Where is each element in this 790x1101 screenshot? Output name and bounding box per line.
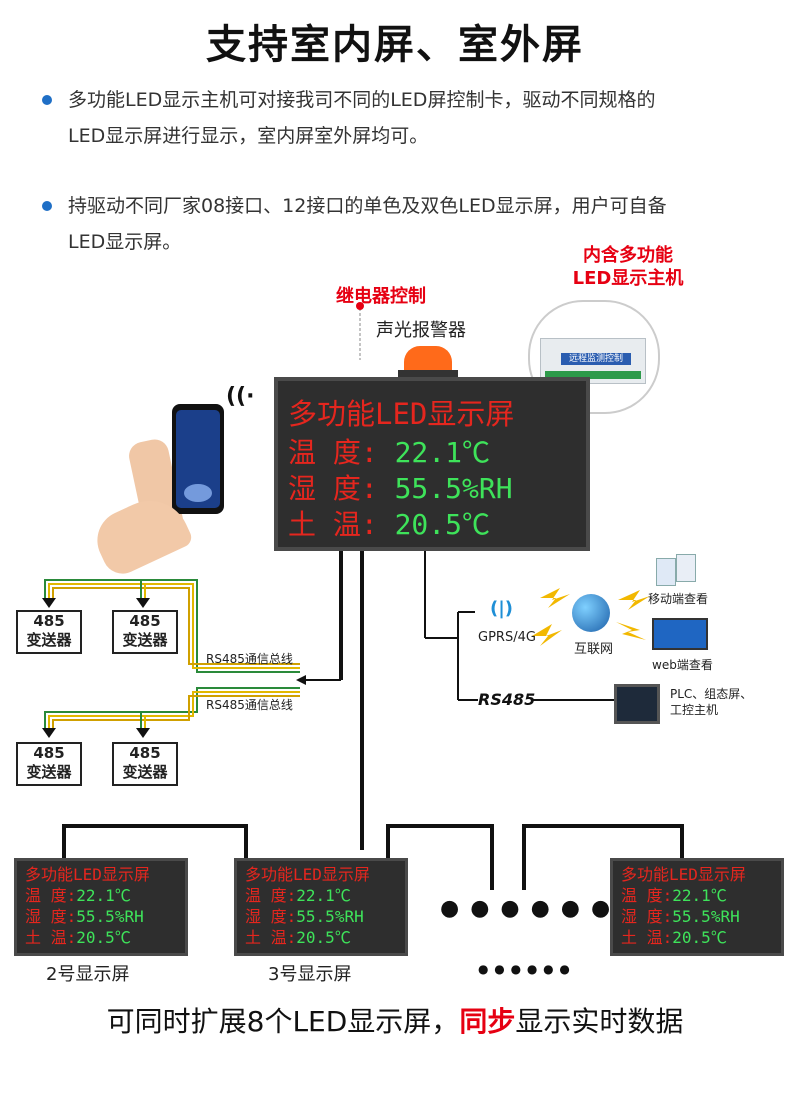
bottom-tagline: 可同时扩展8个LED显示屏，同步显示实时数据 — [0, 1000, 790, 1040]
globe-icon — [572, 594, 610, 632]
main-row-value: 22.1℃ — [394, 436, 491, 469]
bullet-dot — [42, 95, 52, 105]
phone-in-hand-icon — [87, 404, 236, 581]
small-screen-row: 温 度:22.1℃ — [25, 886, 131, 905]
mobile-label: 移动端查看 — [648, 592, 709, 606]
bullet-2: 持驱动不同厂家08接口、12接口的单色及双色LED显示屏，用户可自备 LED显示… — [42, 188, 758, 260]
transmitter-line2: 变送器 — [26, 631, 72, 649]
bullet-2-line1: 持驱动不同厂家08接口、12接口的单色及双色LED显示屏，用户可自备 — [68, 195, 667, 217]
small-led-screen-2: 多功能LED显示屏 温 度:22.1℃ 湿 度:55.5%RH 土 温:20.5… — [14, 858, 188, 956]
bottom-text-pre: 可同时扩展8个LED显示屏， — [106, 1005, 460, 1038]
alarm-light-icon — [404, 346, 452, 372]
small-screen-title: 多功能LED显示屏 — [621, 865, 746, 884]
main-screen-row-soil: 土 温: 20.5℃ — [288, 503, 490, 543]
web-label: web端查看 — [652, 658, 713, 672]
bus-label-lower: RS485通信总线 — [206, 698, 293, 712]
screen-caption-2: 2号显示屏 — [46, 964, 130, 985]
internet-label: 互联网 — [574, 642, 614, 657]
plc-label-line2: 工控主机 — [670, 703, 719, 717]
bus-label-upper: RS485通信总线 — [206, 652, 293, 666]
small-screen-row: 温 度:22.1℃ — [245, 886, 351, 905]
main-screen-title: 多功能LED显示屏 — [288, 397, 515, 431]
main-row-label: 温 度: — [288, 436, 378, 469]
rs485-label: RS485 — [478, 690, 536, 709]
transmitter-box: 485 变送器 — [112, 742, 178, 786]
host-terminals — [545, 371, 641, 379]
host-callout: 内含多功能 LED显示主机 — [548, 244, 708, 290]
main-row-label: 土 温: — [288, 508, 378, 541]
transmitter-line2: 变送器 — [26, 763, 72, 781]
alarm-light-base — [398, 370, 458, 378]
plc-label-line1: PLC、组态屏、 — [670, 687, 753, 701]
ellipsis-small: ● ● ● ● ● ● — [478, 962, 571, 976]
screen-caption-3: 3号显示屏 — [268, 964, 352, 985]
transmitter-box: 485 变送器 — [112, 610, 178, 654]
mobile-icon — [652, 552, 696, 586]
small-screen-row: 土 温:20.5℃ — [621, 928, 727, 947]
page-title: 支持室内屏、室外屏 — [206, 22, 584, 68]
gprs-label: GPRS/4G — [478, 630, 536, 645]
bullet-1-line2: LED显示屏进行显示，室内屏室外屏均可。 — [68, 125, 429, 147]
panel-pc-icon — [614, 684, 660, 724]
host-callout-line1: 内含多功能 — [583, 245, 673, 266]
small-screen-row: 土 温:20.5℃ — [25, 928, 131, 947]
main-screen-row-humidity: 湿 度: 55.5%RH — [288, 467, 513, 507]
alarm-label: 声光报警器 — [376, 320, 466, 341]
bullet-1-line1: 多功能LED显示主机可对接我司不同的LED屏控制卡，驱动不同规格的 — [68, 89, 656, 111]
web-monitor-icon — [652, 618, 708, 652]
small-screen-row: 土 温:20.5℃ — [245, 928, 351, 947]
bottom-highlight: 同步 — [459, 1005, 516, 1038]
transmitter-line1: 485 — [33, 612, 65, 630]
host-device: 远程监测控制 — [540, 338, 646, 384]
bullet-1: 多功能LED显示主机可对接我司不同的LED屏控制卡，驱动不同规格的 LED显示屏… — [42, 82, 758, 154]
small-led-screen-3: 多功能LED显示屏 温 度:22.1℃ 湿 度:55.5%RH 土 温:20.5… — [234, 858, 408, 956]
relay-callout: 继电器控制 — [336, 286, 426, 307]
small-screen-title: 多功能LED显示屏 — [25, 865, 150, 884]
transmitter-line2: 变送器 — [122, 631, 168, 649]
transmitter-line1: 485 — [129, 744, 161, 762]
main-row-value: 55.5%RH — [394, 472, 513, 505]
main-row-value: 20.5℃ — [394, 508, 491, 541]
small-screen-row: 湿 度:55.5%RH — [25, 907, 144, 926]
transmitter-line1: 485 — [129, 612, 161, 630]
small-led-screen-n: 多功能LED显示屏 温 度:22.1℃ 湿 度:55.5%RH 土 温:20.5… — [610, 858, 784, 956]
wifi-icon: ((· — [226, 384, 255, 409]
transmitter-box: 485 变送器 — [16, 610, 82, 654]
host-device-label: 远程监测控制 — [561, 353, 631, 365]
ellipsis-large: ● ● ● ● ● ● — [440, 896, 613, 921]
transmitter-line2: 变送器 — [122, 763, 168, 781]
transmitter-box: 485 变送器 — [16, 742, 82, 786]
transmitter-line1: 485 — [33, 744, 65, 762]
main-led-screen: 多功能LED显示屏 温 度: 22.1℃ 湿 度: 55.5%RH 土 温: 2… — [274, 377, 590, 551]
bullet-dot — [42, 201, 52, 211]
antenna-icon: (|) — [490, 598, 514, 619]
small-screen-row: 湿 度:55.5%RH — [245, 907, 364, 926]
small-screen-row: 温 度:22.1℃ — [621, 886, 727, 905]
plc-label: PLC、组态屏、 工控主机 — [670, 686, 752, 718]
bullet-2-line2: LED显示屏。 — [68, 231, 182, 253]
main-row-label: 湿 度: — [288, 472, 378, 505]
main-screen-row-temp: 温 度: 22.1℃ — [288, 431, 490, 471]
small-screen-title: 多功能LED显示屏 — [245, 865, 370, 884]
host-callout-line2: LED显示主机 — [572, 268, 684, 289]
small-screen-row: 湿 度:55.5%RH — [621, 907, 740, 926]
bottom-text-post: 显示实时数据 — [515, 1005, 684, 1038]
